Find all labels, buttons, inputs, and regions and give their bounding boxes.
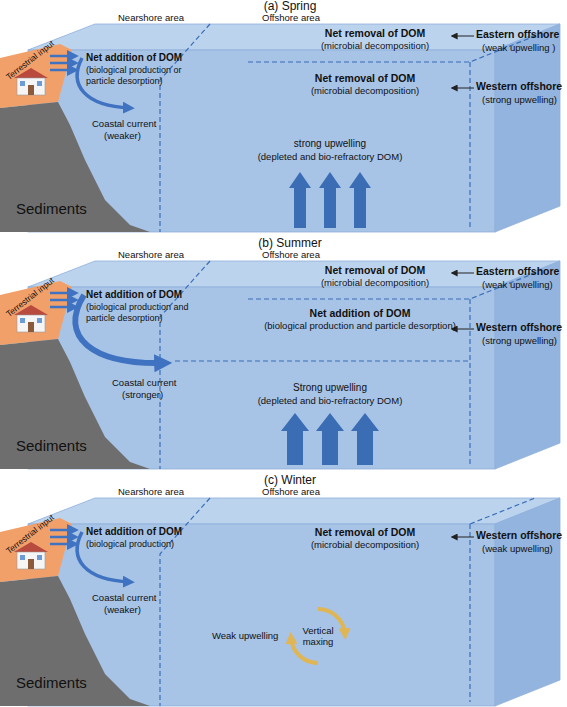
upwelling-note: (depleted and bio-refractory DOM)	[235, 151, 425, 162]
panel-title: (b) Summer	[190, 237, 390, 250]
current-label: Coastal current	[112, 377, 176, 388]
upwelling-arrow	[349, 172, 371, 228]
zone-boundary	[248, 36, 535, 228]
zone-heading: Net addition of DOM	[255, 307, 465, 320]
upwelling-arrow	[316, 413, 344, 465]
sediment-label: Sediments	[16, 437, 87, 455]
process-heading: Net addition of DOM	[86, 289, 182, 301]
offshore-zone: Net removal of DOM(microbial decompositi…	[285, 27, 465, 51]
current-label: (stronger)	[122, 389, 163, 400]
upwelling-arrow	[281, 413, 309, 465]
zone-note: (biological production and particle deso…	[255, 320, 465, 331]
offshore-zone: Net removal of DOM(microbial decompositi…	[285, 264, 465, 288]
leader-arrow	[452, 36, 474, 37]
leader-arrow	[452, 88, 474, 89]
block	[0, 261, 560, 469]
sediment-label: Sediments	[16, 674, 87, 692]
zone-heading: Net removal of DOM	[285, 264, 465, 277]
current-label: (weaker)	[104, 604, 141, 615]
upwelling-note: (depleted and bio-refractory DOM)	[235, 395, 425, 406]
process-heading: Net addition of DOM	[86, 52, 182, 64]
season-panel: (c) WinterNet removal of DOM(microbial d…	[0, 474, 567, 707]
zone-note: (microbial decomposition)	[265, 539, 465, 550]
zone-note: (microbial decomposition)	[265, 85, 465, 96]
process-note: (biological production and particle deso…	[86, 302, 206, 324]
panel-title: (c) Winter	[190, 474, 390, 487]
upwelling-label: strong upwelling	[235, 138, 425, 150]
current-label: Coastal current	[92, 118, 156, 129]
area-label: Offshore area	[262, 249, 320, 260]
offshore-zone: Net addition of DOM(biological productio…	[255, 307, 465, 331]
current-label: (weaker)	[104, 130, 141, 141]
upwelling-arrow	[351, 413, 379, 465]
region-note: (weak upwelling)	[482, 279, 553, 290]
upwelling-label: Weak upwelling	[212, 630, 278, 641]
leader-arrow	[452, 537, 474, 538]
upwelling-label: Strong upwelling	[235, 382, 425, 394]
region-note: (strong upwelling)	[482, 335, 557, 346]
area-label: Nearshore area	[118, 12, 184, 23]
region-note: (strong upwelling)	[482, 94, 557, 105]
zone-heading: Net removal of DOM	[265, 526, 465, 539]
region-label: Western offshore	[476, 80, 562, 93]
offshore-zone: Net removal of DOM(microbial decompositi…	[265, 72, 465, 96]
area-label: Offshore area	[262, 12, 320, 23]
zone-note: (microbial decomposition)	[285, 277, 465, 288]
upwelling-arrow	[319, 172, 341, 228]
zone-heading: Net removal of DOM	[265, 72, 465, 85]
offshore-zone: Net removal of DOM(microbial decompositi…	[265, 526, 465, 550]
region-label: Eastern offshore	[476, 28, 559, 41]
region-label: Western offshore	[476, 529, 562, 542]
process-note: (biological production)	[86, 539, 206, 550]
leader-arrow	[452, 273, 474, 274]
region-label: Western offshore	[476, 321, 562, 334]
area-label: Nearshore area	[118, 249, 184, 260]
sediment-label: Sediments	[16, 200, 87, 218]
zone-boundary	[470, 498, 535, 702]
process-heading: Net addition of DOM	[86, 526, 182, 538]
area-label: Offshore area	[262, 486, 320, 497]
mixing-label: Vertical maxing	[290, 625, 346, 648]
current-label: Coastal current	[92, 592, 156, 603]
block	[0, 24, 560, 232]
zone-boundary	[175, 273, 535, 465]
region-note: (weak upwelling)	[482, 543, 553, 554]
summer-art	[0, 261, 560, 469]
zone-note: (microbial decomposition)	[285, 40, 465, 51]
panel-title: (a) Spring	[190, 0, 390, 13]
region-note: (weak upwelling )	[482, 42, 555, 53]
zone-heading: Net removal of DOM	[285, 27, 465, 40]
upwelling-arrow	[289, 172, 311, 228]
process-note: (biological production or particle desor…	[86, 65, 206, 87]
spring-art	[0, 24, 560, 232]
region-label: Eastern offshore	[476, 265, 559, 278]
area-label: Nearshore area	[118, 486, 184, 497]
